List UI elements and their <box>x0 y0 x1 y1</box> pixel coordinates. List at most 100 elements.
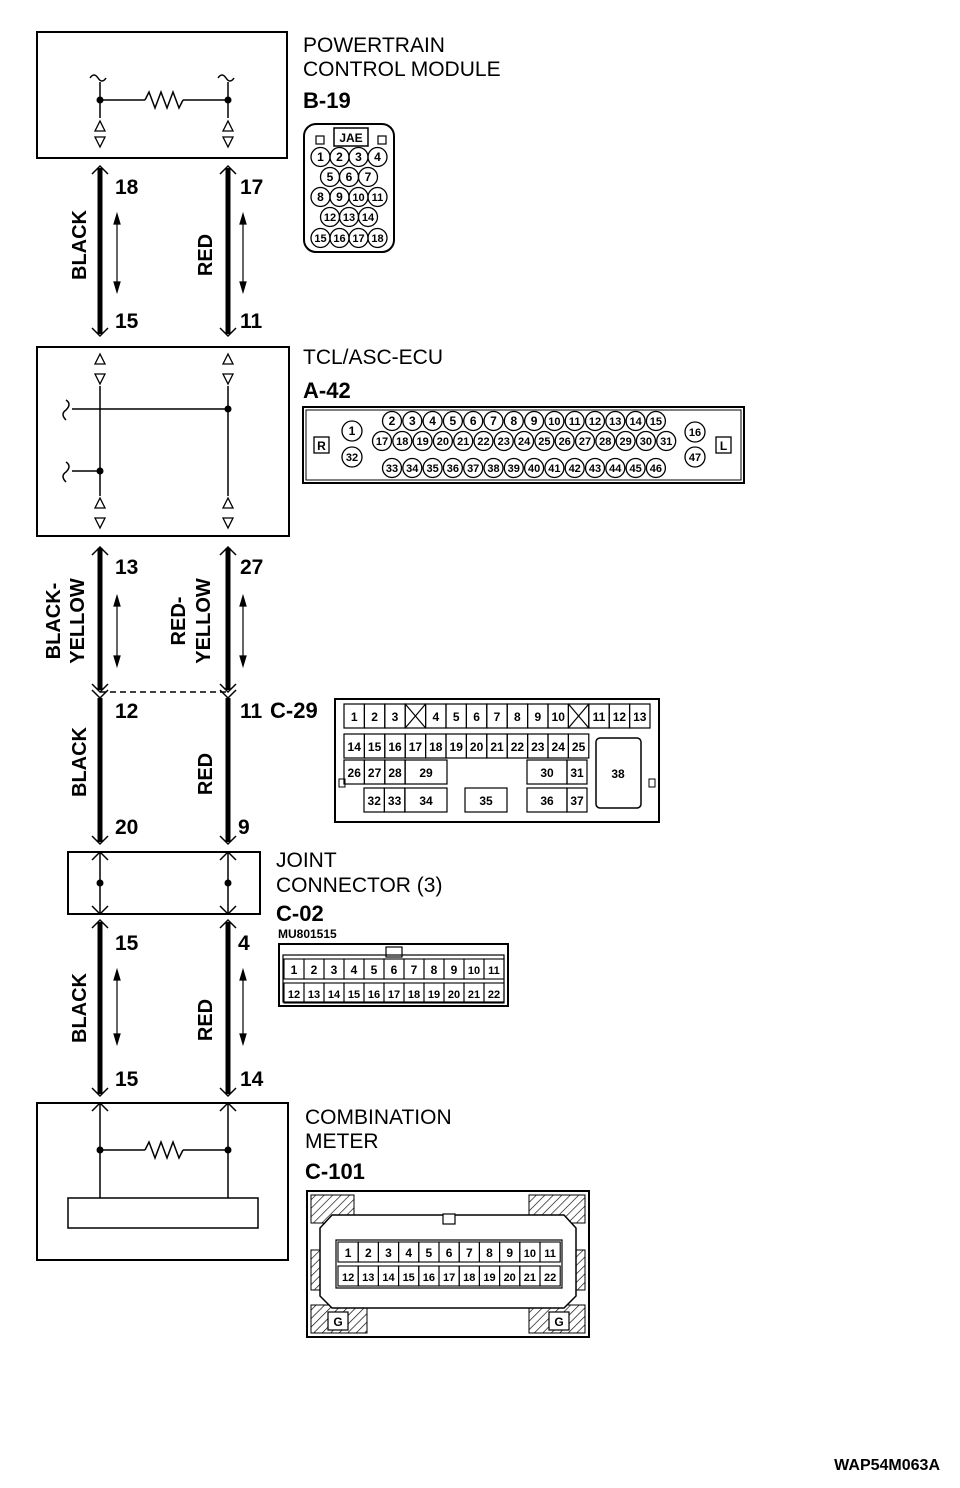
pin-cavity <box>367 146 388 168</box>
a42-side-r: R <box>317 439 326 453</box>
wire-segment-1 <box>91 164 247 338</box>
wire-color-red: RED <box>195 999 217 1041</box>
connector-pin-number: 16 <box>368 989 380 1001</box>
connector-pin-number: 45 <box>629 463 641 475</box>
connector-pin-number: 31 <box>570 766 584 780</box>
pcm-module <box>36 31 288 159</box>
connector-pin-number: 25 <box>572 740 586 754</box>
b19-type-label: JAE <box>339 131 362 145</box>
connector-pin-number: 47 <box>689 452 701 464</box>
connector-pin-number: 13 <box>343 212 355 224</box>
connector-pin-number: 3 <box>355 150 362 164</box>
pin-c29-12: 12 <box>115 700 138 723</box>
connector-pin-number: 20 <box>504 1272 516 1284</box>
pin-cavity <box>566 787 588 813</box>
connector-pin-number: 41 <box>548 463 560 475</box>
connector-pin-number: 12 <box>613 710 627 724</box>
pin-cavity <box>513 430 535 452</box>
connector-pin-number: 8 <box>486 1246 493 1260</box>
connector-pin-number: 24 <box>518 436 531 448</box>
connector-pin-number: 5 <box>327 170 334 184</box>
connector-pin-number: 15 <box>368 740 382 754</box>
connector-pin-number: 10 <box>352 192 364 204</box>
pin-cavity <box>483 982 505 1004</box>
connector-pin-number: 5 <box>426 1246 433 1260</box>
pin-cavity <box>422 410 443 432</box>
pin-c02-4: 4 <box>238 932 250 955</box>
pcm-connector-code: B-19 <box>303 88 351 113</box>
pin-cavity <box>564 410 585 432</box>
wire-color-red-yellow-line2: YELLOW <box>193 578 215 664</box>
connector-pin-number: 22 <box>477 436 489 448</box>
pin-cavity <box>584 457 606 479</box>
figure-id: WAP54M063A <box>834 1457 940 1474</box>
pin-cavity <box>367 186 388 208</box>
connector-pin-number: 1 <box>345 1246 352 1260</box>
connector-pin-number: 6 <box>446 1246 453 1260</box>
connector-pin-number: 3 <box>331 963 338 977</box>
connector-pin-number: 28 <box>388 766 402 780</box>
connector-pin-number: 34 <box>419 794 433 808</box>
connector-pin-number: 8 <box>510 414 517 428</box>
connector-pin-number: 2 <box>336 150 343 164</box>
connector-pin-number: 33 <box>388 794 402 808</box>
connector-pin-number: 9 <box>336 190 343 204</box>
pin-cavity <box>412 430 433 452</box>
pin-tcl-13: 13 <box>115 556 138 579</box>
pin-cavity <box>645 410 667 432</box>
joint-name-line2: CONNECTOR (3) <box>276 874 442 897</box>
connector-pin-number: 27 <box>579 436 591 448</box>
pin-cavity <box>523 457 545 479</box>
connector-pin-number: 18 <box>408 989 420 1001</box>
pin-cavity <box>554 430 575 452</box>
pin-cavity <box>442 410 464 432</box>
connector-pin-number: 17 <box>376 436 388 448</box>
meter-name-line2: METER <box>305 1130 379 1153</box>
connector-pin-number: 4 <box>374 150 381 164</box>
wire-color-red: RED <box>195 234 217 276</box>
pin-cavity <box>539 1241 561 1263</box>
connector-pin-number: 46 <box>650 463 662 475</box>
wire-segment-4 <box>91 918 247 1098</box>
pin-cavity <box>463 457 484 479</box>
pin-c02-15: 15 <box>115 932 139 955</box>
connector-pin-number: 18 <box>463 1272 475 1284</box>
wire-segment-2 <box>91 545 247 700</box>
pin-cavity <box>656 430 677 452</box>
tcl-ecu-module <box>36 346 290 537</box>
connector-pin-number: 19 <box>450 740 464 754</box>
pin-cavity <box>635 430 657 452</box>
connector-pin-number: 15 <box>650 416 662 428</box>
c101-ground-right: G <box>554 1315 563 1329</box>
connector-pin-number: 43 <box>589 463 601 475</box>
wire-segment-3 <box>91 698 237 846</box>
connector-pin-number: 7 <box>466 1246 473 1260</box>
connector-pin-number: 15 <box>314 233 326 245</box>
connector-pin-number: 16 <box>388 740 402 754</box>
current-arrow-icon <box>113 211 247 295</box>
tcl-ecu-connector-code: A-42 <box>303 378 351 403</box>
pin-cavity <box>628 703 651 729</box>
connector-pin-number: 11 <box>488 965 500 977</box>
connector-pin-number: 16 <box>423 1272 435 1284</box>
connector-pin-number: 6 <box>473 710 480 724</box>
pin-cavity <box>544 457 565 479</box>
pin-cavity <box>605 410 626 432</box>
wire-color-black-yellow-line2: YELLOW <box>67 578 89 664</box>
connector-pin-number: 21 <box>490 740 504 754</box>
pin-tcl-15: 15 <box>115 310 139 333</box>
connector-pin-number: 1 <box>349 424 356 438</box>
pin-cavity <box>539 1265 561 1287</box>
c29-connector-code: C-29 <box>270 698 318 723</box>
connector-pin-number: 9 <box>451 963 458 977</box>
connector-pin-number: 16 <box>689 427 701 439</box>
pin-cavity <box>493 430 514 452</box>
connector-pin-number: 17 <box>443 1272 455 1284</box>
pin-cavity <box>422 457 443 479</box>
joint-name-line1: JOINT <box>276 849 337 872</box>
pin-cavity <box>483 958 505 980</box>
pin-cavity <box>503 457 524 479</box>
connector-pin-number: 20 <box>437 436 449 448</box>
connector-pin-number: 7 <box>411 963 418 977</box>
connector-pin-number: 31 <box>660 436 672 448</box>
